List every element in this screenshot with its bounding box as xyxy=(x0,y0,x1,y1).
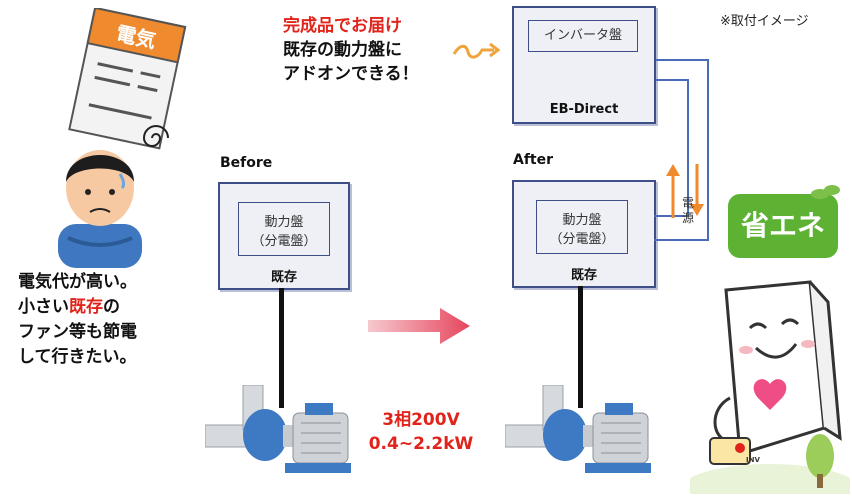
catch-copy: 完成品でお届け 既存の動力盤に アドオンできる！ xyxy=(283,14,419,86)
after-panel-title: 既存 xyxy=(570,268,597,283)
spec-voltage: 3相200V xyxy=(382,410,460,430)
power-source-label: 電 源 xyxy=(681,196,695,226)
after-panel: 動力盤 （分電盤） 既存 xyxy=(512,180,656,288)
before-label: Before xyxy=(220,155,273,171)
energy-saving-badge: 省エネ xyxy=(728,194,838,258)
before-inner-line-2: （分電盤） xyxy=(251,234,317,249)
before-cable xyxy=(279,288,284,408)
mascot-character-icon: INV xyxy=(690,280,850,494)
before-inner-box: 動力盤 （分電盤） xyxy=(238,202,330,256)
complaint-line-1: 電気代が高い。 xyxy=(18,272,137,292)
after-label: After xyxy=(513,152,554,168)
before-panel-title: 既存 xyxy=(270,270,297,285)
after-cable xyxy=(578,286,583,408)
after-inner-box: 動力盤 （分電盤） xyxy=(536,200,628,254)
before-panel: 動力盤 （分電盤） 既存 xyxy=(218,182,350,290)
before-fan-motor-icon xyxy=(205,385,351,473)
power-flow-arrows-icon xyxy=(666,164,704,218)
catch-line-3: アドオンできる！ xyxy=(283,64,419,84)
before-inner-line-1: 動力盤 xyxy=(264,215,304,230)
plug-inv-label: INV xyxy=(746,456,760,464)
dizzy-swirl-icon xyxy=(142,125,169,147)
sprout-icon xyxy=(811,185,840,199)
spec-text: 3相200V 0.4~2.2kW xyxy=(365,408,477,456)
squiggle-arrow-icon xyxy=(452,42,500,59)
eb-direct-title: EB-Direct xyxy=(549,102,619,117)
complaint-line-4: して行きたい。 xyxy=(18,347,137,367)
complaint-line-2b: の xyxy=(103,297,120,317)
after-inner-line-2: （分電盤） xyxy=(549,232,615,247)
complaint-text: 電気代が高い。 小さい既存の ファン等も節電 して行きたい。 xyxy=(18,270,137,370)
transition-arrow-icon xyxy=(368,308,470,344)
complaint-existing: 既存 xyxy=(69,297,103,317)
spec-power-range: 0.4~2.2kW xyxy=(368,434,474,454)
after-inner-line-1: 動力盤 xyxy=(562,213,602,228)
electricity-bill-icon: 電気 xyxy=(68,8,187,150)
power-source-char-2: 源 xyxy=(681,211,694,225)
after-fan-motor-icon xyxy=(505,385,651,473)
eb-direct-panel: インバータ盤 EB-Direct xyxy=(512,6,656,124)
inverter-box: インバータ盤 xyxy=(528,20,638,52)
worried-person-icon xyxy=(58,150,142,268)
install-image-note: ※取付イメージ xyxy=(720,14,809,29)
catch-line-1: 完成品でお届け xyxy=(283,16,402,36)
complaint-line-2a: 小さい xyxy=(18,297,69,317)
catch-line-2: 既存の動力盤に xyxy=(283,40,402,60)
power-wiring xyxy=(654,59,709,241)
power-source-char-1: 電 xyxy=(681,196,694,210)
complaint-line-2: 小さい既存の xyxy=(18,295,137,320)
complaint-line-3: ファン等も節電 xyxy=(18,322,137,342)
